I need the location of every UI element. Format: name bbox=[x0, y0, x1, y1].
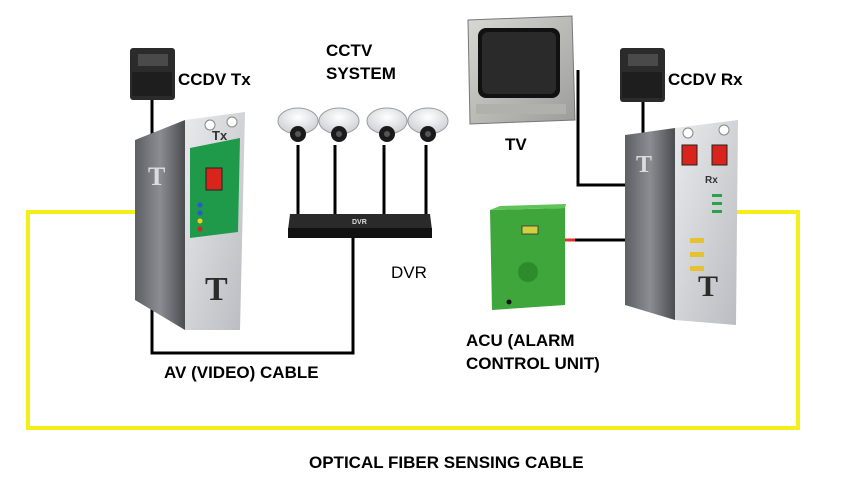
cctv-system-label-line2: SYSTEM bbox=[326, 64, 396, 83]
fiber-cable-label: OPTICAL FIBER SENSING CABLE bbox=[309, 453, 584, 472]
av-video-cable bbox=[150, 236, 355, 355]
acu-label-line1: ACU (ALARM bbox=[466, 331, 575, 350]
rx-logo: T bbox=[698, 270, 718, 303]
camera-1 bbox=[277, 107, 319, 142]
dvr-unit: DVR bbox=[288, 214, 432, 238]
rx-power-adapter bbox=[620, 48, 665, 102]
camera-2 bbox=[318, 107, 360, 142]
ccdv-tx-label: CCDV Tx bbox=[178, 70, 251, 89]
acu-unit bbox=[490, 204, 566, 310]
tx-side-logo: T bbox=[148, 162, 165, 191]
dvr-label: DVR bbox=[391, 263, 427, 282]
rx-panel-text: Rx bbox=[705, 175, 718, 186]
rx-power-switch-1 bbox=[681, 144, 698, 166]
camera-3 bbox=[366, 107, 408, 142]
tv-monitor bbox=[467, 15, 576, 125]
ccdv-tx-unit: Tx T T bbox=[135, 112, 245, 330]
dvr-box-text: DVR bbox=[352, 219, 367, 226]
black-cables bbox=[150, 70, 645, 355]
tx-power-switch bbox=[205, 167, 223, 191]
acu-label-line2: CONTROL UNIT) bbox=[466, 354, 600, 373]
rx-power-switch-2 bbox=[711, 144, 728, 166]
cctv-system-label-line1: CCTV bbox=[326, 41, 373, 60]
av-cable-label: AV (VIDEO) CABLE bbox=[164, 363, 319, 382]
ccdv-rx-unit: Rx T T bbox=[625, 120, 738, 325]
tv-label: TV bbox=[505, 135, 527, 154]
cctv-cameras bbox=[277, 107, 449, 142]
rx-side-logo: T bbox=[636, 152, 652, 178]
tx-logo: T bbox=[205, 271, 228, 308]
tv-cable bbox=[576, 70, 635, 187]
tx-power-adapter bbox=[130, 48, 175, 100]
tx-panel-text: Tx bbox=[212, 128, 228, 143]
optical-fiber-loop bbox=[26, 210, 800, 430]
ccdv-rx-label: CCDV Rx bbox=[668, 70, 743, 89]
camera-4 bbox=[407, 107, 449, 142]
